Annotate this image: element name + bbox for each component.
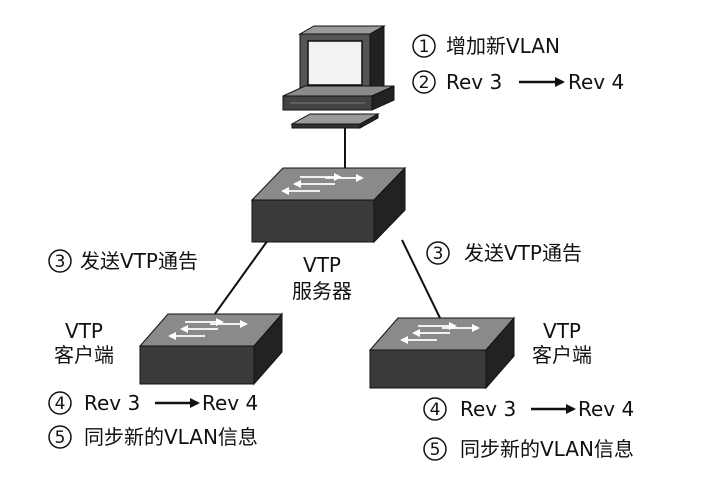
client-left-step-rev: 4 Rev 3 Rev 4 <box>48 391 258 415</box>
sync-text: 同步新的VLAN信息 <box>460 437 634 461</box>
client-right-label-line1: VTP <box>543 319 581 343</box>
computer-step-rev: 2 Rev 3 Rev 4 <box>412 70 624 94</box>
server-switch-icon <box>250 166 407 244</box>
client-right-switch-icon <box>368 316 516 390</box>
step-number: 5 <box>430 440 441 460</box>
step-number: 2 <box>419 73 430 93</box>
step-number: 4 <box>55 394 66 414</box>
client-right-label-line2: 客户端 <box>532 343 592 367</box>
step-number: 1 <box>419 37 430 57</box>
sync-text: 同步新的VLAN信息 <box>84 425 258 449</box>
step-number-badge <box>426 241 450 265</box>
server-label-line1: VTP <box>303 253 341 277</box>
step-number: 3 <box>55 252 66 272</box>
rev-to: Rev 4 <box>568 70 624 94</box>
advert-text: 发送VTP通告 <box>80 249 198 273</box>
server-label-line2: 服务器 <box>292 279 352 303</box>
link-server-client-right <box>401 239 441 319</box>
client-left-label-line2: 客户端 <box>54 343 114 367</box>
rev-to: Rev 4 <box>578 397 634 421</box>
step-number-badge <box>423 397 447 421</box>
step-number-badge <box>48 249 72 273</box>
rev-to: Rev 4 <box>202 391 258 415</box>
step-number: 3 <box>433 244 444 264</box>
rev-from: Rev 3 <box>460 397 516 421</box>
step-number-badge <box>48 391 72 415</box>
step-number-badge <box>423 437 447 461</box>
advert-left: 3 发送VTP通告 <box>48 249 198 273</box>
step-number-badge <box>48 425 72 449</box>
link-server-client-left <box>211 239 269 319</box>
client-right-step-rev: 4 Rev 3 Rev 4 <box>423 397 634 421</box>
client-right-step-sync: 5 同步新的VLAN信息 <box>423 437 634 461</box>
advert-text: 发送VTP通告 <box>464 241 582 265</box>
computer-step-add-vlan: 1 增加新VLAN <box>412 34 560 58</box>
rev-from: Rev 3 <box>446 70 502 94</box>
step-number: 5 <box>55 428 66 448</box>
client-left-switch-icon <box>138 312 284 386</box>
computer-icon <box>282 25 395 129</box>
step-number-badge <box>412 70 436 94</box>
step-number-badge <box>412 34 436 58</box>
client-left-step-sync: 5 同步新的VLAN信息 <box>48 425 258 449</box>
rev-from: Rev 3 <box>84 391 140 415</box>
step-text: 增加新VLAN <box>446 34 560 58</box>
step-number: 4 <box>430 400 441 420</box>
advert-right: 3 发送VTP通告 <box>426 241 582 265</box>
client-left-label-line1: VTP <box>65 319 103 343</box>
